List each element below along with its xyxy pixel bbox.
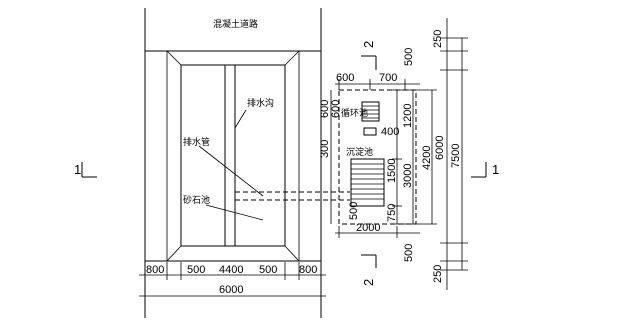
dim-pool-6000: 6000 (434, 136, 446, 160)
drain-pipe-label: 排水管 (183, 136, 210, 148)
dim-pool-750: 750 (386, 204, 398, 222)
drain-channel (224, 64, 236, 247)
slope-line-tr (284, 50, 300, 66)
settling-pool (350, 158, 385, 207)
dim-far-500-bottom: 500 (403, 244, 415, 262)
dim-500-right: 500 (259, 264, 277, 276)
section-mark-top: 2 (361, 41, 376, 48)
wash-pit-inner (180, 64, 286, 247)
dim-pool-left-500: 500 (348, 202, 360, 220)
dim-pool-600: 600 (336, 72, 354, 84)
dim-4400: 4400 (219, 264, 243, 276)
sand-pit-leader (205, 204, 264, 221)
drain-channel-label: 排水沟 (247, 97, 274, 109)
dim-pool-2000: 2000 (356, 222, 380, 234)
slope-line-br (284, 245, 300, 262)
circulation-pool-label: 循环池 (341, 107, 368, 119)
dim-pool-700: 700 (379, 72, 397, 84)
dim-pool-3000: 3000 (402, 164, 414, 188)
pool-connector (363, 127, 377, 136)
section-mark-left: 1 (74, 162, 81, 177)
section-mark-bottom: 2 (361, 279, 376, 286)
sand-pit-label: 砂石池 (183, 194, 210, 206)
dim-far-250-top: 250 (432, 30, 444, 48)
pool-area-outline (338, 89, 417, 225)
drain-pipe-leader (198, 145, 264, 197)
dim-800-left: 800 (146, 264, 164, 276)
dim-800-right: 800 (299, 264, 317, 276)
dim-pool-left-600a: 600 (319, 100, 331, 118)
dim-far-250-bottom: 250 (432, 265, 444, 283)
slope-line-bl (166, 245, 182, 262)
wash-pit-outer (144, 50, 322, 262)
settling-pool-label: 沉淀池 (346, 146, 373, 158)
dim-pool-1200: 1200 (402, 104, 414, 128)
dim-pool-left-600b: 600 (330, 100, 342, 118)
road-label: 混凝土道路 (213, 18, 258, 30)
dim-pool-400: 400 (381, 126, 399, 138)
dim-pool-1500: 1500 (386, 159, 398, 183)
circulation-pool (361, 101, 380, 122)
dim-6000: 6000 (219, 284, 243, 296)
dim-far-500-top: 500 (403, 48, 415, 66)
dim-pool-4200: 4200 (421, 146, 433, 170)
slope-line-tl (166, 50, 182, 66)
section-mark-right: 1 (492, 162, 499, 177)
dim-pool-left-300: 300 (319, 140, 331, 158)
drain-channel-leader (234, 109, 247, 129)
dim-far-7500: 7500 (450, 144, 462, 168)
dim-500-left: 500 (187, 264, 205, 276)
